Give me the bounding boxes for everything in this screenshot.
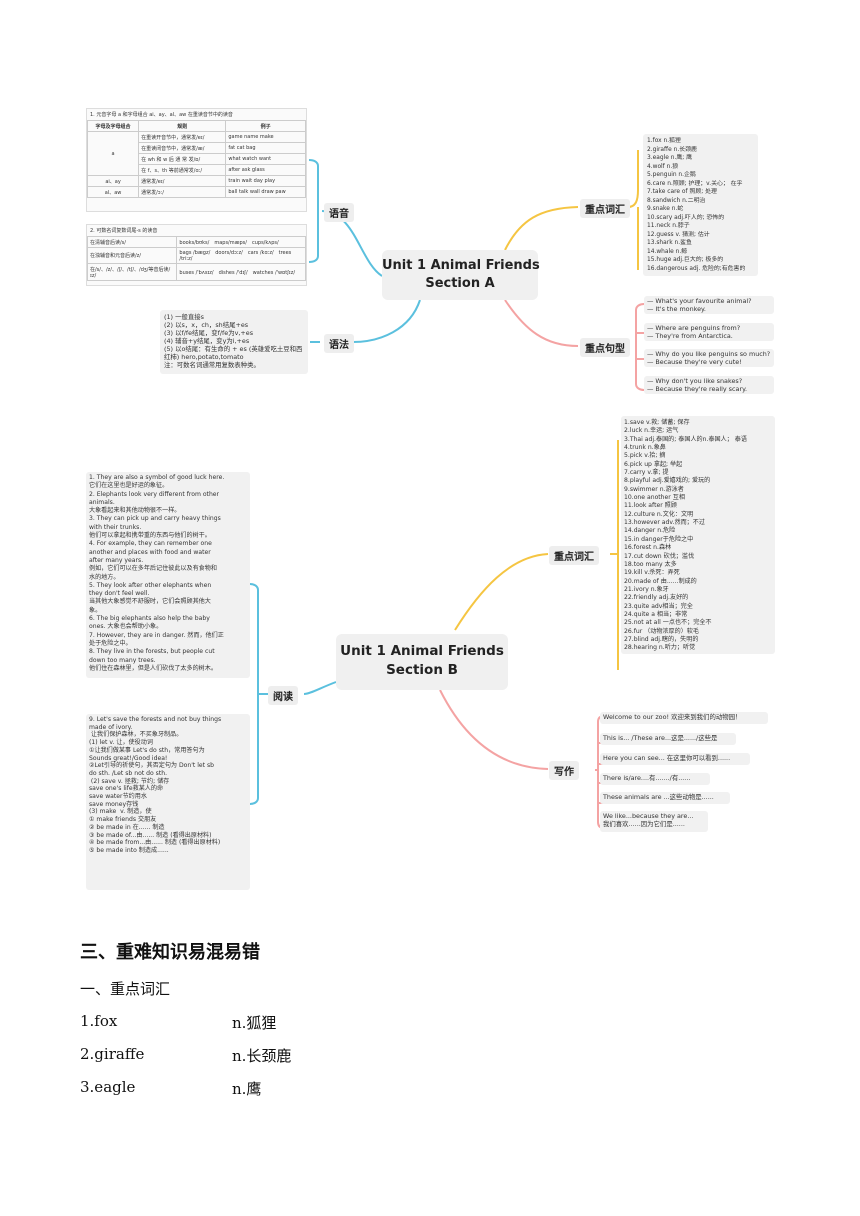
reading-text-2: 9. Let's save the forests and not buy th… bbox=[86, 714, 250, 890]
writing-item: Here you can see... 在这里你可以看到...... bbox=[600, 753, 750, 765]
center-node-section-b: Unit 1 Animal Friends Section B bbox=[336, 634, 508, 690]
section-heading: 三、重难知识易混易错 bbox=[80, 942, 260, 963]
table-header: 字母及字母组合 bbox=[86, 120, 140, 132]
center-node-section-a: Unit 1 Animal Friends Section A bbox=[382, 250, 540, 300]
branch-grammar: 语法 bbox=[324, 334, 354, 353]
vocab-row: 3.eagle n.鹰 bbox=[80, 1078, 480, 1100]
sentence-item: — Where are penguins from? — They're fro… bbox=[644, 323, 774, 341]
branch-phonics: 语音 bbox=[324, 203, 354, 222]
vocab-word: 3.eagle bbox=[80, 1078, 136, 1096]
vocab-word: 2.giraffe bbox=[80, 1045, 145, 1063]
mindmap-b-connectors bbox=[249, 440, 619, 829]
vocab-meaning: n.狐狸 bbox=[232, 1014, 277, 1032]
branch-vocab-a: 重点词汇 bbox=[580, 199, 630, 218]
writing-item: Welcome to our zoo! 欢迎来到我们的动物园！ bbox=[600, 712, 768, 724]
branch-sentences: 重点句型 bbox=[580, 338, 630, 357]
section-subheading: 一、重点词汇 bbox=[80, 980, 171, 998]
branch-vocab-b: 重点词汇 bbox=[549, 546, 599, 565]
vocab-word: 1.fox bbox=[80, 1012, 118, 1030]
reading-text-1: 1. They are also a symbol of good luck h… bbox=[86, 472, 250, 678]
vocab-row: 2.giraffe n.长颈鹿 bbox=[80, 1045, 480, 1067]
sentence-item: — Why do you like penguins so much? — Be… bbox=[644, 349, 774, 367]
grammar-notes: (1) 一般直接s (2) 以s，x，ch，sh结尾+es (3) 以f/fe结… bbox=[160, 310, 308, 374]
table-header: 例子 bbox=[225, 120, 306, 132]
table-header: 规则 bbox=[138, 120, 227, 132]
branch-reading: 阅读 bbox=[268, 686, 298, 705]
vocab-row: 1.fox n.狐狸 bbox=[80, 1012, 480, 1034]
phonics-table-plural: 2. 可数名词复数词尾-s 的读音 在清辅音后读/s/books/bʊks/ m… bbox=[86, 224, 307, 286]
branch-writing: 写作 bbox=[549, 761, 579, 780]
vocab-list-b: 1.save v.救; 储蓄; 保存 2.luck n.幸运; 运气 3.Tha… bbox=[621, 416, 775, 654]
vocab-meaning: n.长颈鹿 bbox=[232, 1047, 292, 1065]
writing-item: This is... /These are...这是....../这些是 bbox=[600, 733, 736, 745]
mindmap-a-connectors bbox=[308, 150, 645, 391]
phonics-table-vowels-caption: 1. 元音字母 a 和字母组合 ai、ay、al、aw 在重读音节中的读音 bbox=[90, 112, 233, 118]
sentence-item: — Why don't you like snakes? — Because t… bbox=[644, 376, 774, 394]
table-row: 在/s/、/z/、/ʃ/、/tʃ/、/dʒ/等音后读/ɪz/buses /'bʌ… bbox=[86, 263, 306, 281]
writing-item: There is/are....有......./有...... bbox=[600, 773, 710, 785]
writing-item: We like...because they are... 我们喜欢......… bbox=[600, 811, 708, 832]
sentence-item: — What's your favourite animal? — It's t… bbox=[644, 296, 774, 314]
phonics-table-plural-caption: 2. 可数名词复数词尾-s 的读音 bbox=[90, 228, 158, 234]
table-row: 在浊辅音和元音后读/z/bags /bægz/ doors/dɔːz/ cars… bbox=[86, 247, 306, 264]
writing-item: These animals are ...这些动物是...... bbox=[600, 792, 730, 804]
phonics-table-vowels: 1. 元音字母 a 和字母组合 ai、ay、al、aw 在重读音节中的读音 字母… bbox=[86, 108, 307, 212]
vocab-list-a: 1.fox n.狐狸 2.giraffe n.长颈鹿 3.eagle n.鹰; … bbox=[643, 134, 758, 276]
vocab-meaning: n.鹰 bbox=[232, 1080, 262, 1098]
table-row: 在清辅音后读/s/books/bʊks/ maps/mæps/ cups/kʌp… bbox=[86, 236, 306, 248]
